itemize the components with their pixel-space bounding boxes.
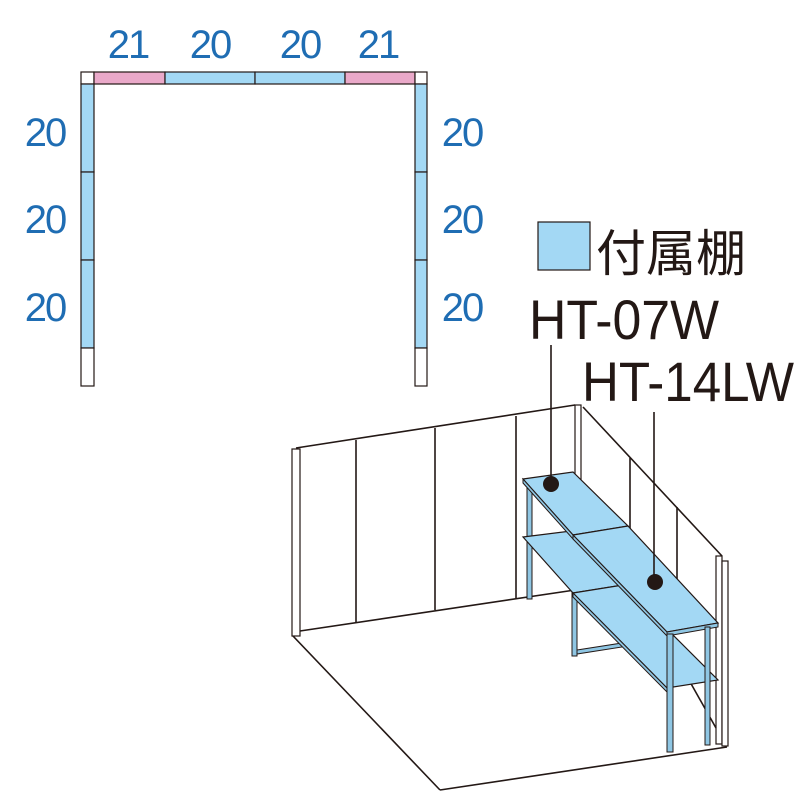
top-dim: 20 [280,23,321,67]
plan-panel-blue [254,71,346,85]
right-dim: 20 [442,286,483,330]
plan-panel-blue [164,71,256,85]
shelf-leg [704,626,711,746]
plan-panel-pink [93,71,166,85]
top-dim: 21 [108,23,149,67]
left-dim: 20 [25,286,66,330]
shelf-leg [666,633,674,753]
left-dim: 20 [25,198,66,242]
right-post [715,555,723,745]
legend: 付属棚 HT-07W HT-14LW [529,221,794,413]
marker-ht-07w [543,476,559,492]
left-dim: 20 [25,111,66,155]
top-dim: 20 [190,23,231,67]
legend-swatch [537,221,591,271]
shed-3d-view [291,345,729,791]
marker-ht-14lw [647,574,663,590]
shelf-ht-07w-top [521,471,630,536]
plan-panel-pink [344,71,416,85]
plan-view: 21 20 20 21 20 20 20 20 20 20 [25,23,485,387]
model-ht-07w: HT-07W [529,288,719,351]
left-post [291,448,301,637]
legend-label: 付属棚 [596,226,746,282]
top-dim: 21 [358,23,399,67]
right-dim: 20 [442,111,483,155]
right-dim: 20 [442,198,483,242]
model-ht-14lw: HT-14LW [582,350,794,413]
